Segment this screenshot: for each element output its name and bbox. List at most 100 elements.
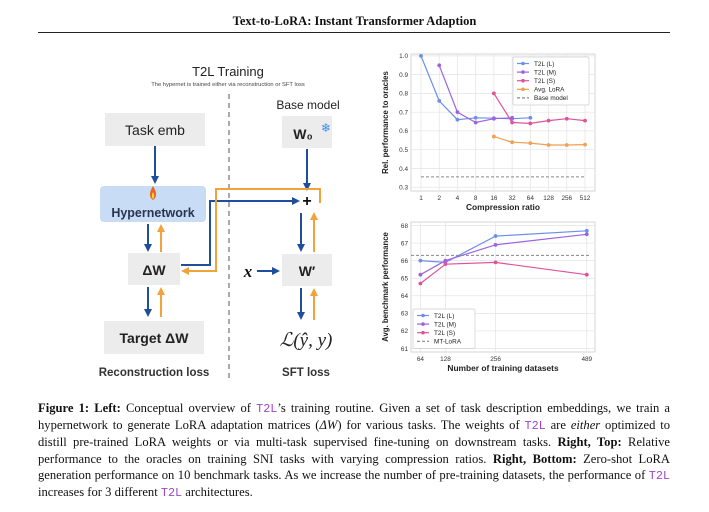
legend-label: Avg. LoRA (534, 87, 565, 94)
y-tick-label: 0.7 (399, 109, 408, 116)
y-tick-label: 66 (401, 258, 409, 265)
figure-caption: Figure 1: Left: Conceptual overview of T… (38, 400, 670, 501)
data-point-t2l-s (510, 120, 515, 125)
data-point-t2l-s (546, 118, 551, 123)
y-tick-label: 64 (401, 293, 409, 300)
legend-marker (521, 78, 525, 83)
caption-t2l-1: T2L (256, 402, 278, 416)
y-tick-label: 0.6 (399, 128, 408, 135)
data-point-t2l-l (419, 53, 423, 58)
series-line-t2l-s (420, 261, 587, 284)
paper-header: Text-to-LoRA: Instant Transformer Adapti… (232, 14, 477, 28)
diagram-title: T2L Training (192, 64, 264, 79)
y-tick-label: 63 (401, 311, 409, 318)
x-tick-label: 512 (580, 195, 591, 202)
target-delta-w-box (104, 321, 204, 354)
data-point-t2l-m (443, 258, 448, 263)
data-point-t2l-l (455, 117, 460, 122)
legend-marker (521, 61, 525, 66)
data-point-t2l-m (455, 110, 460, 115)
data-point-avg-lora (546, 143, 551, 147)
data-point-t2l-s (491, 91, 496, 96)
data-point-t2l-l (493, 234, 498, 238)
caption-either: either (570, 418, 601, 433)
caption-t2l-2: T2L (524, 419, 546, 434)
y-tick-label: 61 (401, 346, 409, 353)
plus-sign: + (302, 193, 311, 210)
data-point-t2l-m (493, 242, 498, 247)
data-point-t2l-s (528, 121, 533, 126)
x-axis-label: Number of training datasets (447, 363, 559, 373)
data-point-t2l-m (584, 232, 589, 237)
caption-text-6: Relative performance to the oracles on t… (38, 435, 671, 466)
snowflake-icon: ❄ (321, 121, 331, 135)
task-emb-box (105, 113, 205, 146)
y-tick-label: 67 (401, 240, 409, 247)
caption-fig-label: Figure 1: (38, 401, 90, 415)
legend-label: T2L (M) (434, 321, 456, 328)
target-delta-w-label: Target ΔW (120, 330, 190, 346)
legend-box (412, 308, 476, 349)
y-tick-label: 1.0 (399, 53, 408, 60)
data-point-t2l-l (437, 99, 442, 103)
t2l-training-diagram: T2L Training The hypernet is trained eit… (99, 64, 340, 380)
data-point-t2l-m (418, 272, 423, 277)
data-point-t2l-s (443, 262, 448, 267)
y-tick-label: 0.5 (399, 147, 408, 154)
reconstruction-loss-label: Reconstruction loss (99, 367, 210, 379)
caption-text-4: are (550, 418, 566, 433)
caption-t2l-3: T2L (648, 468, 670, 483)
sft-loss-label: SFT loss (282, 367, 330, 379)
legend-box (512, 56, 590, 106)
x-axis-label: Compression ratio (466, 202, 540, 212)
y-tick-label: 0.4 (399, 166, 408, 173)
x-tick-label: 256 (490, 356, 501, 363)
y-tick-label: 0.3 (399, 185, 408, 192)
x-tick-label: 2 (437, 195, 441, 202)
diagram-subtitle: The hypernet is trained either via recon… (151, 82, 305, 88)
x-tick-label: 256 (561, 195, 572, 202)
series-line-avg-lora (493, 136, 586, 146)
legend-label: T2L (S) (434, 330, 455, 337)
y-tick-label: 0.8 (399, 91, 408, 98)
w-prime-box (282, 254, 332, 286)
data-point-avg-lora (491, 134, 496, 139)
x-tick-label: 64 (527, 195, 535, 202)
x-tick-label: 4 (456, 195, 460, 202)
legend-marker (421, 330, 425, 335)
legend-label: T2L (M) (534, 69, 556, 76)
caption-left-label: Left: (94, 401, 121, 415)
data-point-t2l-l (418, 258, 423, 263)
task-emb-label: Task emb (125, 122, 185, 138)
caption-right-bottom-label: Right, Bottom: (492, 451, 577, 466)
caption-text-7: Zero-shot LoRA generation performance on… (38, 451, 671, 482)
arrow-sft-grad-to-dw (181, 188, 321, 275)
data-point-avg-lora (564, 143, 569, 147)
y-axis-label: Avg. benchmark performance (381, 231, 390, 341)
y-tick-label: 0.9 (399, 72, 408, 79)
legend-label: T2L (S) (534, 78, 555, 85)
x-tick-label: 64 (417, 356, 425, 363)
caption-t2l-4: T2L (160, 486, 183, 501)
data-point-t2l-m (510, 115, 515, 120)
w0-box (282, 116, 332, 148)
w-prime-label: W′ (299, 263, 316, 279)
data-point-avg-lora (583, 142, 587, 147)
x-tick-label: 128 (440, 356, 451, 363)
series-line-t2l-s (493, 93, 586, 125)
sft-loss-formula: ℒ(ŷ, y) (280, 330, 333, 351)
x-tick-label: 16 (490, 195, 498, 202)
y-axis-label: Rel. performance to oracles (381, 70, 390, 173)
delta-w-box (128, 253, 180, 285)
caption-text-3: ) for various tasks. The weights of (337, 418, 520, 433)
y-tick-label: 68 (401, 223, 409, 230)
hypernetwork-box (100, 186, 206, 222)
w0-label: W₀ (293, 126, 313, 142)
x-tick-label: 128 (543, 195, 554, 202)
legend-label: T2L (L) (434, 313, 454, 320)
data-point-t2l-s (564, 116, 569, 121)
legend-label: Base model (534, 95, 568, 102)
caption-text-5: optimized to distill pre-trained LoRA we… (38, 418, 671, 450)
